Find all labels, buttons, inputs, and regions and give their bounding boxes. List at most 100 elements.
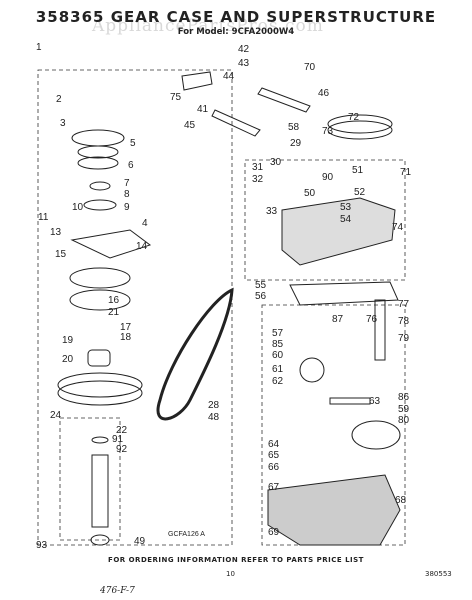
svg-text:71: 71 [400, 167, 412, 178]
svg-text:13: 13 [50, 227, 62, 238]
svg-text:41: 41 [197, 104, 209, 115]
drive-pulley [57, 372, 143, 398]
svg-text:7: 7 [124, 178, 130, 189]
svg-text:51: 51 [352, 165, 364, 176]
handwritten-note: 476-F-7 [100, 586, 135, 596]
svg-text:21: 21 [108, 307, 120, 318]
svg-text:46: 46 [318, 88, 330, 99]
svg-text:49: 49 [134, 536, 146, 547]
svg-text:61: 61 [272, 364, 284, 375]
svg-text:31: 31 [252, 162, 264, 173]
svg-text:86: 86 [398, 392, 410, 403]
svg-text:63: 63 [369, 396, 381, 407]
svg-text:87: 87 [332, 314, 344, 325]
clutch-part [69, 267, 131, 289]
page-title: 358365 GEAR CASE AND SUPERSTRUCTURE [35, 8, 437, 26]
svg-text:45: 45 [184, 120, 196, 131]
nut-part [90, 534, 110, 546]
svg-text:22: 22 [116, 425, 128, 436]
rack-part [329, 397, 371, 405]
support-plate [70, 229, 152, 259]
svg-text:50: 50 [304, 188, 316, 199]
gearcase-cover-outline [244, 159, 406, 281]
washer-part [71, 129, 125, 147]
svg-text:28: 28 [208, 400, 220, 411]
svg-text:30: 30 [270, 157, 282, 168]
svg-text:69: 69 [268, 527, 280, 538]
bushing-part [87, 349, 111, 367]
svg-text:73: 73 [322, 126, 334, 137]
svg-text:77: 77 [398, 299, 410, 310]
left-assembly-outline [37, 69, 233, 546]
pulley-part [327, 120, 393, 140]
bearing-part [77, 145, 119, 159]
gearcase-base [267, 474, 401, 546]
svg-text:43: 43 [238, 58, 250, 69]
svg-text:62: 62 [272, 376, 284, 387]
svg-text:9: 9 [124, 202, 130, 213]
arm-part [211, 109, 261, 137]
shaft-outline [59, 417, 121, 541]
gearcase-cover [281, 197, 396, 266]
svg-text:55: 55 [255, 280, 267, 291]
svg-text:92: 92 [116, 444, 128, 455]
svg-text:33: 33 [266, 206, 278, 217]
svg-text:65: 65 [268, 450, 280, 461]
svg-text:24: 24 [50, 410, 62, 421]
ordering-note: FOR ORDERING INFORMATION REFER TO PARTS … [108, 556, 364, 564]
svg-text:90: 90 [322, 172, 334, 183]
svg-text:64: 64 [268, 439, 280, 450]
svg-text:53: 53 [340, 202, 352, 213]
page-number: 10 [226, 570, 235, 578]
svg-text:3: 3 [60, 118, 66, 129]
svg-text:2: 2 [56, 94, 62, 105]
pinion-gear [299, 357, 325, 383]
svg-text:6: 6 [128, 160, 134, 171]
svg-text:19: 19 [62, 335, 74, 346]
svg-text:4: 4 [142, 218, 148, 229]
svg-text:59: 59 [398, 404, 410, 415]
svg-text:93: 93 [36, 540, 48, 551]
svg-text:32: 32 [252, 174, 264, 185]
document-code: 380553 [425, 570, 452, 578]
gearcase-outline [261, 304, 406, 546]
svg-text:8: 8 [124, 189, 130, 200]
svg-text:44: 44 [223, 71, 235, 82]
drive-belt [156, 287, 234, 421]
svg-text:16: 16 [108, 295, 120, 306]
svg-text:54: 54 [340, 214, 352, 225]
svg-text:80: 80 [398, 415, 410, 426]
svg-text:56: 56 [255, 291, 267, 302]
linkage-part [257, 87, 311, 113]
drawing-code: GCFA126 A [168, 531, 205, 538]
svg-text:79: 79 [398, 333, 410, 344]
main-gear [351, 420, 401, 450]
svg-text:72: 72 [348, 112, 360, 123]
svg-text:15: 15 [55, 249, 67, 260]
svg-text:14: 14 [136, 241, 148, 252]
svg-text:85: 85 [272, 339, 284, 350]
spring-part [89, 181, 111, 191]
bracket-part [181, 71, 213, 91]
callout-labels: 1 2 3 4 5 6 7 8 9 10 11 13 14 15 16 17 1… [36, 42, 412, 551]
model-subtitle: For Model: 9CFA2000W4 [177, 27, 295, 37]
svg-text:76: 76 [366, 314, 378, 325]
svg-text:5: 5 [130, 138, 136, 149]
svg-text:70: 70 [304, 62, 316, 73]
watermark: AppliancePartsPros.com [92, 16, 324, 36]
svg-text:78: 78 [398, 316, 410, 327]
svg-text:67: 67 [268, 482, 280, 493]
svg-text:91: 91 [112, 434, 124, 445]
callout: 1 [36, 42, 42, 53]
svg-text:20: 20 [62, 354, 74, 365]
svg-text:11: 11 [38, 212, 49, 223]
svg-text:66: 66 [268, 462, 280, 473]
svg-text:68: 68 [395, 495, 407, 506]
svg-text:74: 74 [392, 222, 404, 233]
svg-text:42: 42 [238, 44, 250, 55]
svg-text:57: 57 [272, 328, 284, 339]
svg-text:18: 18 [120, 332, 132, 343]
shaft-part [91, 454, 109, 528]
svg-text:17: 17 [120, 322, 132, 333]
